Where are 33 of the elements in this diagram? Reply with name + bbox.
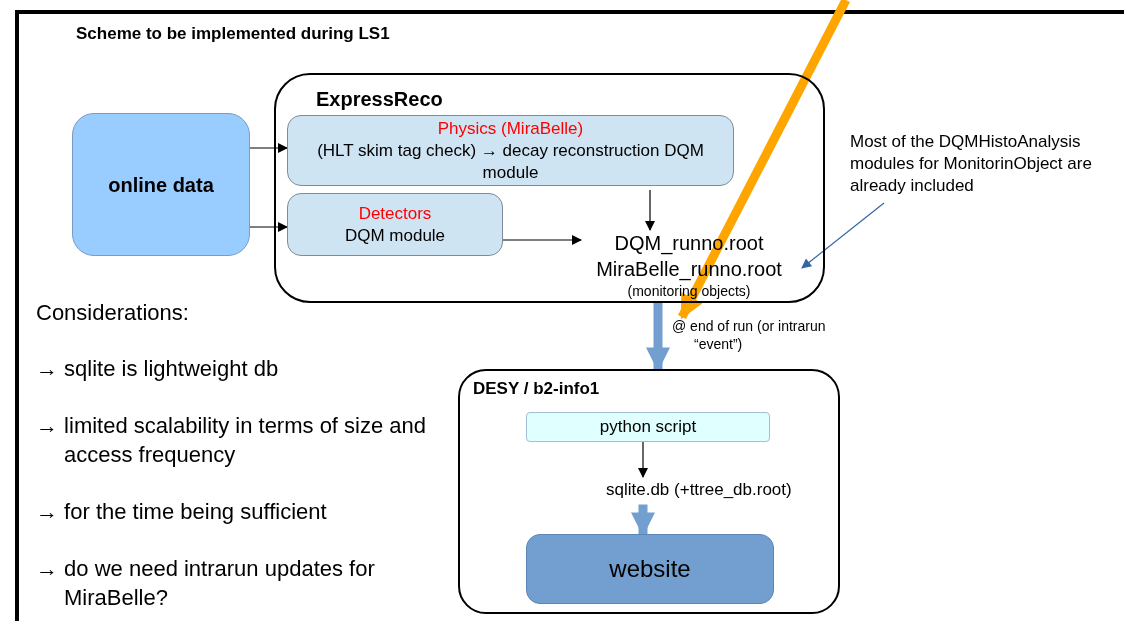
bullet-point: → limited scalability in terms of size and access frequency: [36, 412, 428, 469]
bullet-point: → sqlite is lightweight db: [36, 355, 280, 383]
arrow: [249, 143, 288, 153]
module-description: (HLT skim tag check) → decay reconstruction DQM module: [316, 139, 705, 184]
arrow: [502, 235, 582, 245]
process-label: python script: [599, 416, 697, 439]
website-label: website: [609, 554, 691, 584]
section-heading: Considerations:: [36, 299, 190, 327]
note-text: Most of the DQMHistoAnalysis modules for MonitorinObject are already included: [850, 131, 1093, 197]
module-title: Detectors: [358, 202, 432, 225]
bullet-point: → do we need intrarun updates for MiraBelle?: [36, 555, 376, 612]
module-description: DQM module: [343, 224, 447, 247]
thick-arrow: [646, 303, 670, 372]
module-box: [287, 115, 734, 186]
group-box: [274, 73, 825, 303]
arrow: [638, 441, 648, 478]
module-title: Physics (MiraBelle): [437, 117, 584, 140]
slide-title: Scheme to be implemented during LS1: [76, 23, 390, 45]
arrow: [645, 189, 655, 231]
thick-arrow: [678, 0, 850, 320]
arrow: [801, 202, 885, 269]
source-label: online data: [108, 172, 214, 198]
source-box: [72, 113, 250, 256]
process-box: [526, 412, 770, 442]
group-title: DESY / b2-info1: [473, 378, 600, 400]
bullet-point: → for the time being sufficient: [36, 498, 328, 526]
arrow: [249, 222, 288, 232]
file-name: sqlite.db (+ttree_db.root): [606, 479, 793, 501]
group-title: ExpressReco: [316, 87, 443, 112]
website-box: [526, 534, 774, 604]
module-box: [287, 193, 503, 256]
trigger-note: @ end of run (or intrarun “event”): [672, 317, 827, 353]
group-box: [458, 369, 840, 614]
